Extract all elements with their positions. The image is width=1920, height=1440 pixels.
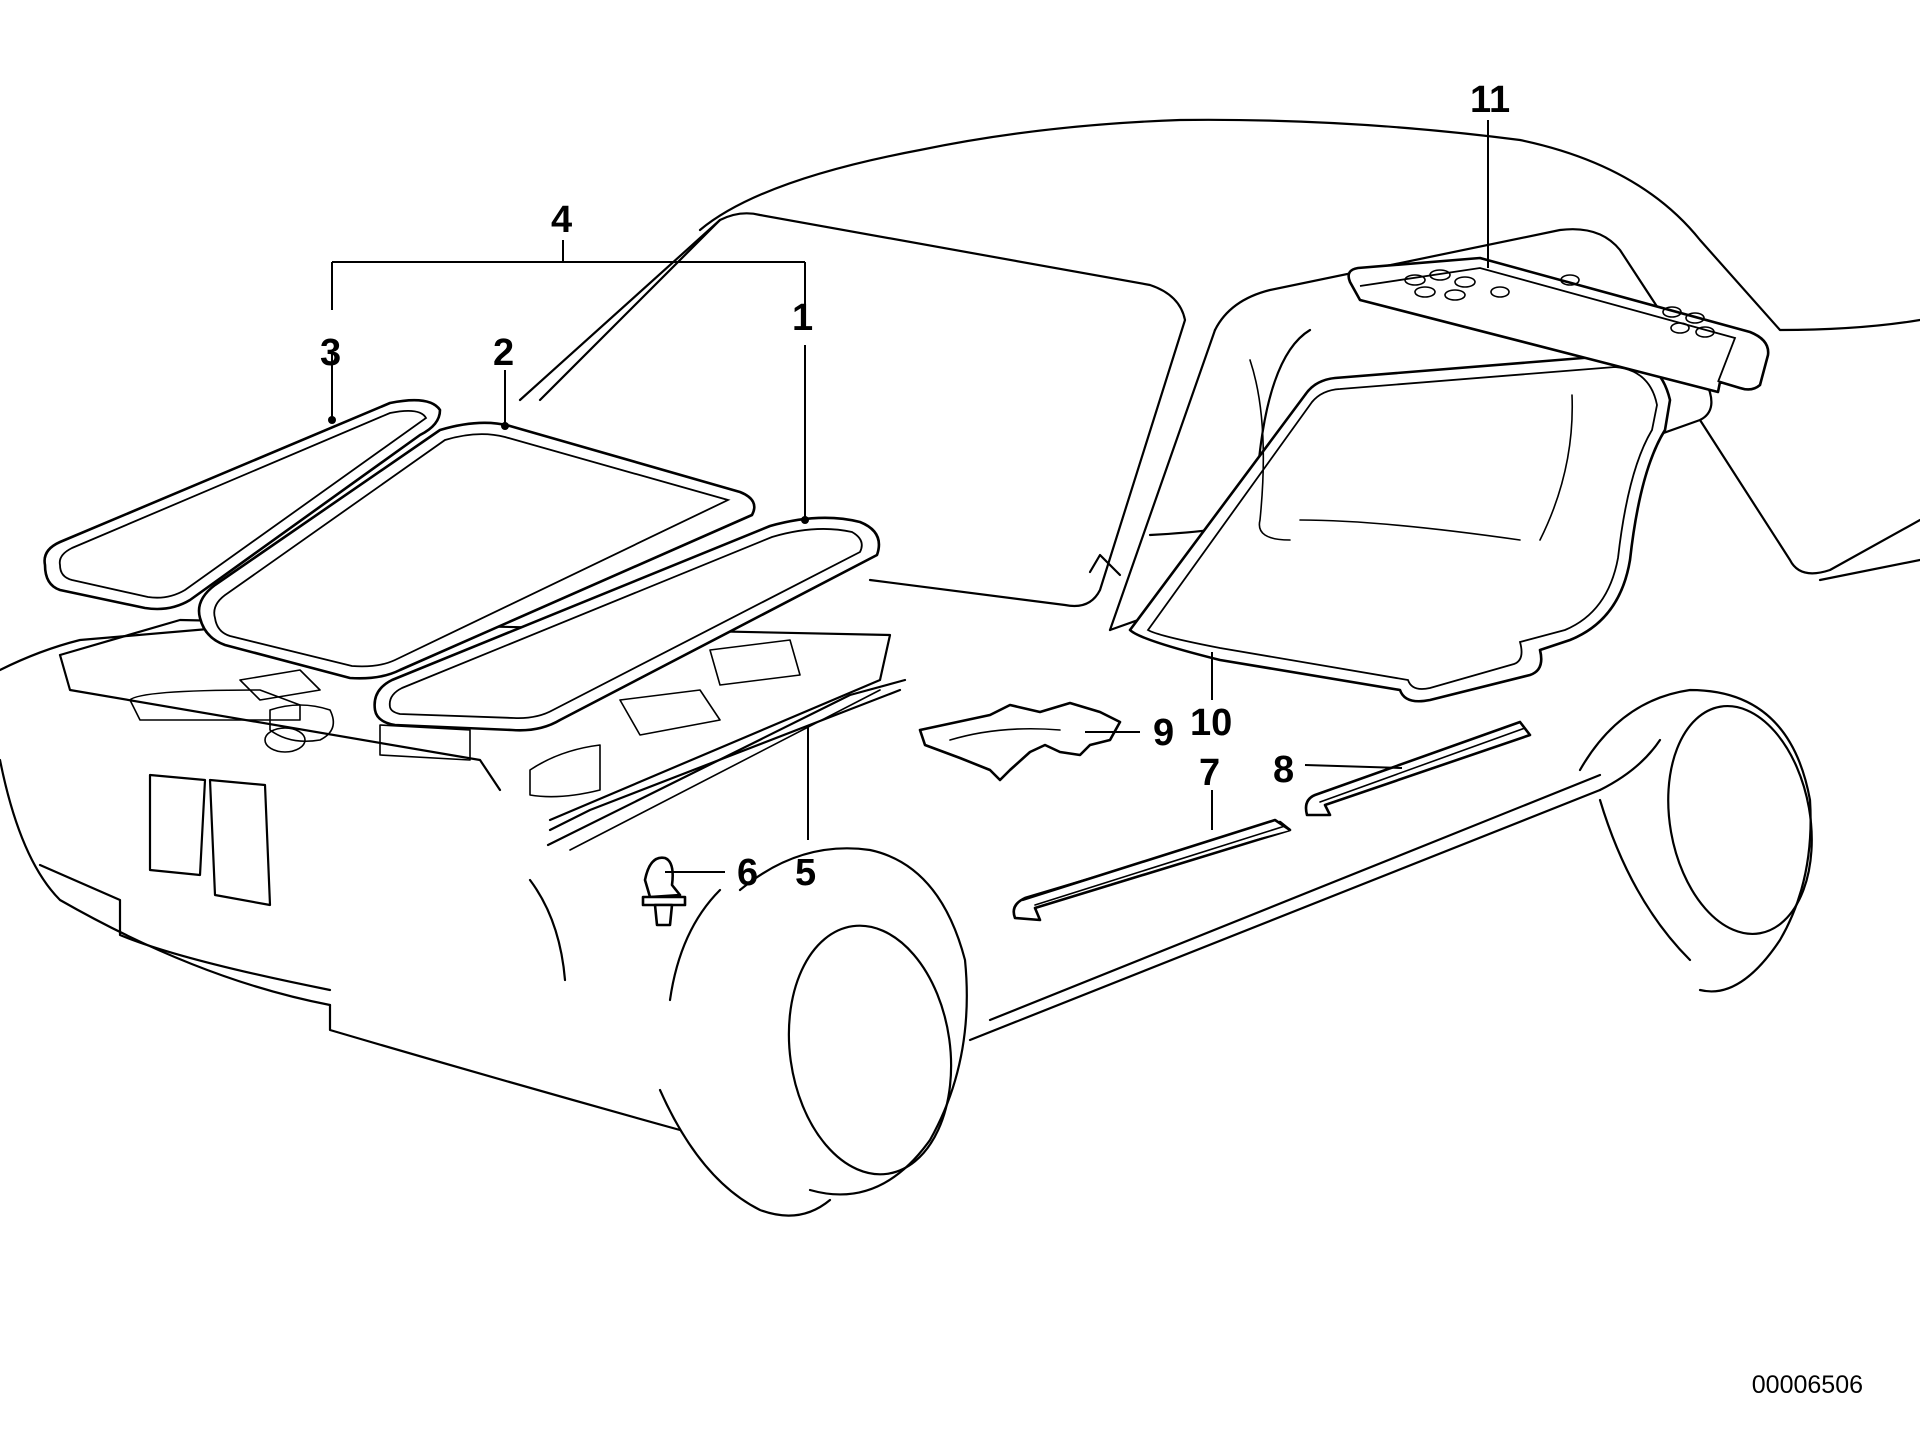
part-1-hood-insulation-right: [373, 516, 881, 732]
part-7-sill-insulation: [1012, 818, 1292, 922]
part-9-floor-insulation: [918, 701, 1122, 782]
callout-5: 5: [795, 852, 816, 894]
front-wheel: [658, 847, 968, 1217]
callout-11: 11: [1470, 79, 1510, 121]
car-body-outline: [0, 118, 1920, 1132]
callout-6: 6: [737, 852, 758, 894]
leader-8: [1304, 764, 1403, 769]
part-5-engine-compartment-insulation: [546, 678, 907, 847]
callout-1: 1: [792, 297, 813, 339]
callout-4: 4: [551, 199, 572, 241]
rear-wheel: [1578, 688, 1813, 993]
callout-8: 8: [1273, 749, 1294, 791]
part-6-clip: [641, 856, 687, 927]
callout-2: 2: [493, 332, 514, 374]
part-3-hood-insulation-left: [43, 398, 442, 611]
diagram-reference-number: 00006506: [1751, 1371, 1863, 1399]
callout-9: 9: [1153, 712, 1174, 754]
part-10-trunk-floor-insulation: [1128, 353, 1672, 703]
part-11-parcel-shelf-insulation: [1347, 256, 1770, 394]
callout-7: 7: [1199, 752, 1220, 794]
callout-3: 3: [320, 332, 341, 374]
shelf-holes: [1404, 269, 1715, 338]
leader-lines: [328, 120, 1489, 873]
callout-10: 10: [1190, 702, 1232, 744]
callouts: 1 2 3 4 5 6 7 8 9 10 11: [320, 79, 1510, 894]
part-8-sill-insulation: [1304, 720, 1532, 817]
part-2-hood-insulation-center: [197, 421, 756, 680]
